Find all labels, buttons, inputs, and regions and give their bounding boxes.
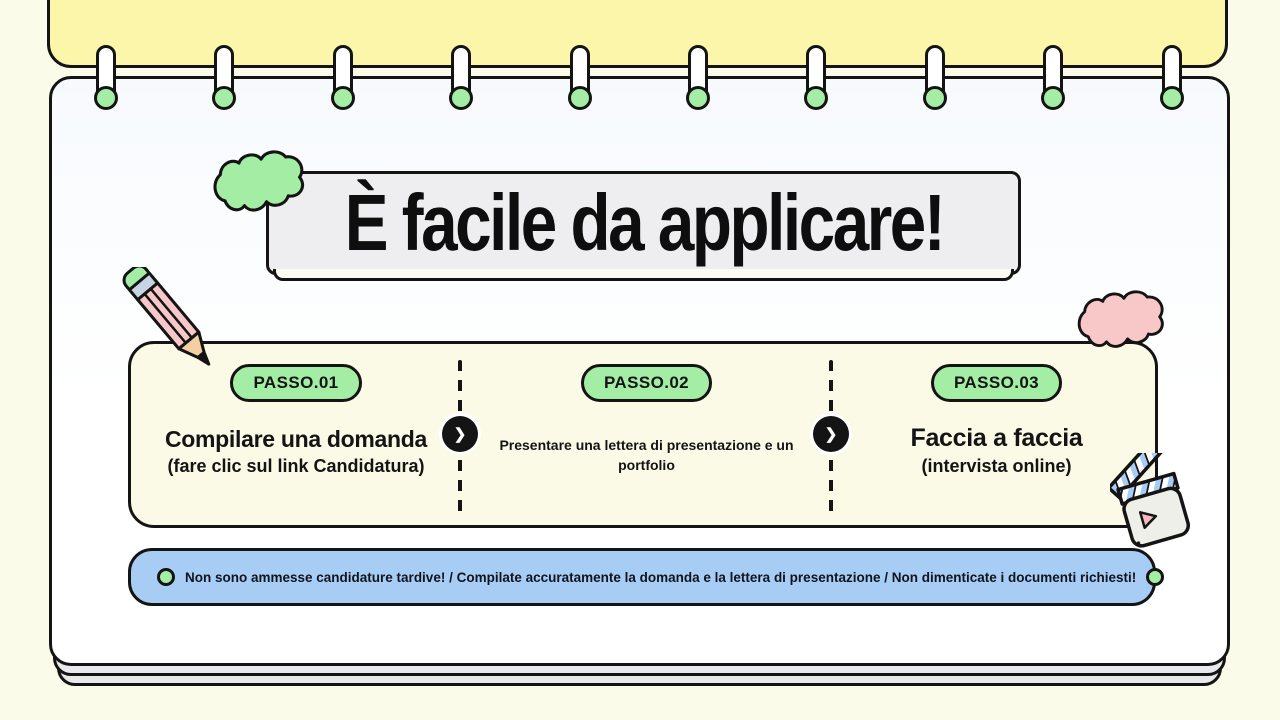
binder-ring [449, 45, 473, 125]
step-3-subheading: (intervista online) [921, 456, 1072, 476]
binder-ring [1160, 45, 1184, 125]
footer-note-banner: Non sono ammesse candidature tardive! / … [128, 548, 1165, 606]
notebook-cover [47, 0, 1228, 68]
steps-panel: PASSO.01 Compilare una domanda (fare cli… [128, 341, 1158, 528]
binder-ring [686, 45, 710, 125]
step-1: PASSO.01 Compilare una domanda (fare cli… [131, 344, 461, 525]
step-2: PASSO.02 Presentare una lettera di prese… [461, 344, 832, 525]
step-1-heading: Compilare una domanda [164, 426, 428, 452]
green-scribble-icon [213, 150, 305, 212]
title-panel: È facile da applicare! [266, 171, 1021, 281]
step-2-badge: PASSO.02 [580, 364, 713, 402]
green-dot-icon [1146, 568, 1165, 586]
pink-scribble-icon [1077, 290, 1164, 348]
chevron-right-icon: ❯ [813, 416, 849, 452]
notebook-page: È facile da applicare! PASSO.01 Compilar… [49, 76, 1230, 666]
step-3-badge: PASSO.03 [930, 364, 1063, 402]
binder-ring [1041, 45, 1065, 125]
binder-ring [212, 45, 236, 125]
step-3: PASSO.03 Faccia a faccia (intervista onl… [832, 344, 1161, 525]
binder-ring [94, 45, 118, 125]
step-2-description: Presentare una lettera di presentazione … [499, 437, 794, 473]
chevron-right-icon: ❯ [442, 416, 478, 452]
step-1-subheading: (fare clic sul link Candidatura) [167, 456, 425, 476]
step-3-heading: Faccia a faccia [910, 424, 1083, 452]
green-dot-icon [157, 568, 175, 586]
pencil-icon [122, 267, 211, 366]
binder-ring [923, 45, 947, 125]
binder-ring [568, 45, 592, 125]
page-title: È facile da applicare! [344, 178, 945, 267]
binder-ring [331, 45, 355, 125]
footer-note-text: Non sono ammesse candidature tardive! / … [185, 569, 1137, 585]
clapperboard-icon [1110, 453, 1191, 548]
step-1-badge: PASSO.01 [230, 364, 362, 402]
binder-ring [804, 45, 828, 125]
